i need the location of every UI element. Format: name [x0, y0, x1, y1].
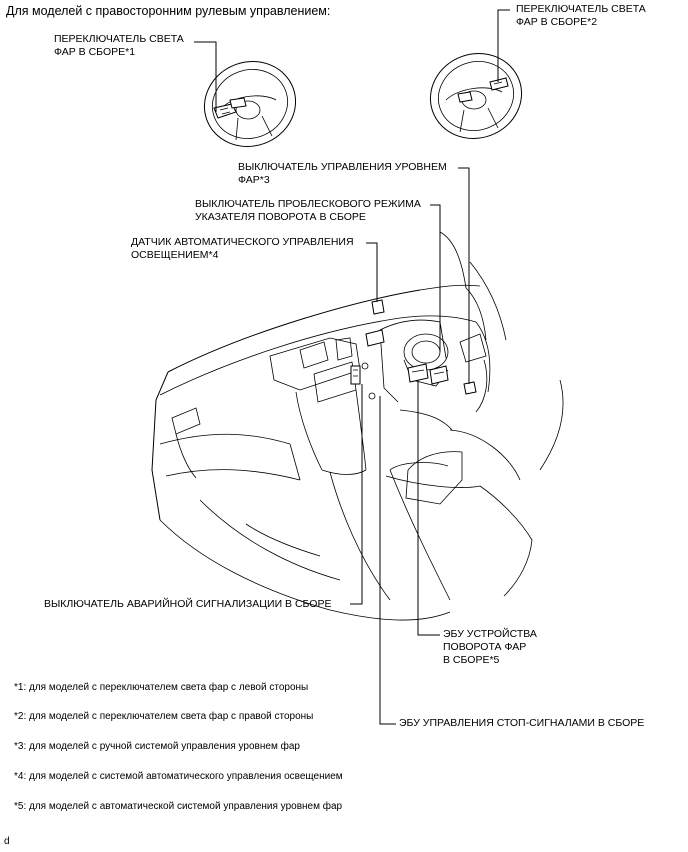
label-stop-lamp-ecu: ЭБУ УПРАВЛЕНИЯ СТОП-СИГНАЛАМИ В СБОРЕ — [399, 717, 645, 729]
label-swivel-ecu: ЭБУ УСТРОЙСТВА ПОВОРОТА ФАР В СБОРЕ*5 — [443, 628, 537, 666]
leader-lines — [194, 9, 510, 725]
corner-mark: d — [4, 836, 10, 847]
steering-wheel-left — [203, 61, 297, 147]
footnote-5: *5: для моделей с автоматической системо… — [14, 801, 343, 812]
label-flasher-switch: ВЫКЛЮЧАТЕЛЬ ПРОБЛЕСКОВОГО РЕЖИМА УКАЗАТЕ… — [195, 198, 421, 223]
dashboard-outline — [151, 231, 564, 621]
footnote-4: *4: для моделей с системой автоматическо… — [14, 771, 343, 782]
label-headlight-switch-2: ПЕРЕКЛЮЧАТЕЛЬ СВЕТА ФАР В СБОРЕ*2 — [516, 3, 646, 28]
footnote-2: *2: для моделей с переключателем света ф… — [14, 711, 314, 722]
footnote-3: *3: для моделей с ручной системой управл… — [14, 741, 300, 752]
footnote-1: *1: для моделей с переключателем света ф… — [14, 682, 309, 693]
label-headlight-switch-1: ПЕРЕКЛЮЧАТЕЛЬ СВЕТА ФАР В СБОРЕ*1 — [54, 33, 184, 58]
steering-wheel-right — [429, 53, 523, 139]
label-hazard-switch: ВЫКЛЮЧАТЕЛЬ АВАРИЙНОЙ СИГНАЛИЗАЦИИ В СБО… — [44, 598, 332, 610]
page-title: Для моделей с правосторонним рулевым упр… — [6, 4, 331, 18]
label-auto-light-sensor: ДАТЧИК АВТОМАТИЧЕСКОГО УПРАВЛЕНИЯ ОСВЕЩЕ… — [131, 236, 354, 261]
label-leveling-switch: ВЫКЛЮЧАТЕЛЬ УПРАВЛЕНИЯ УРОВНЕМ ФАР*3 — [238, 161, 447, 186]
